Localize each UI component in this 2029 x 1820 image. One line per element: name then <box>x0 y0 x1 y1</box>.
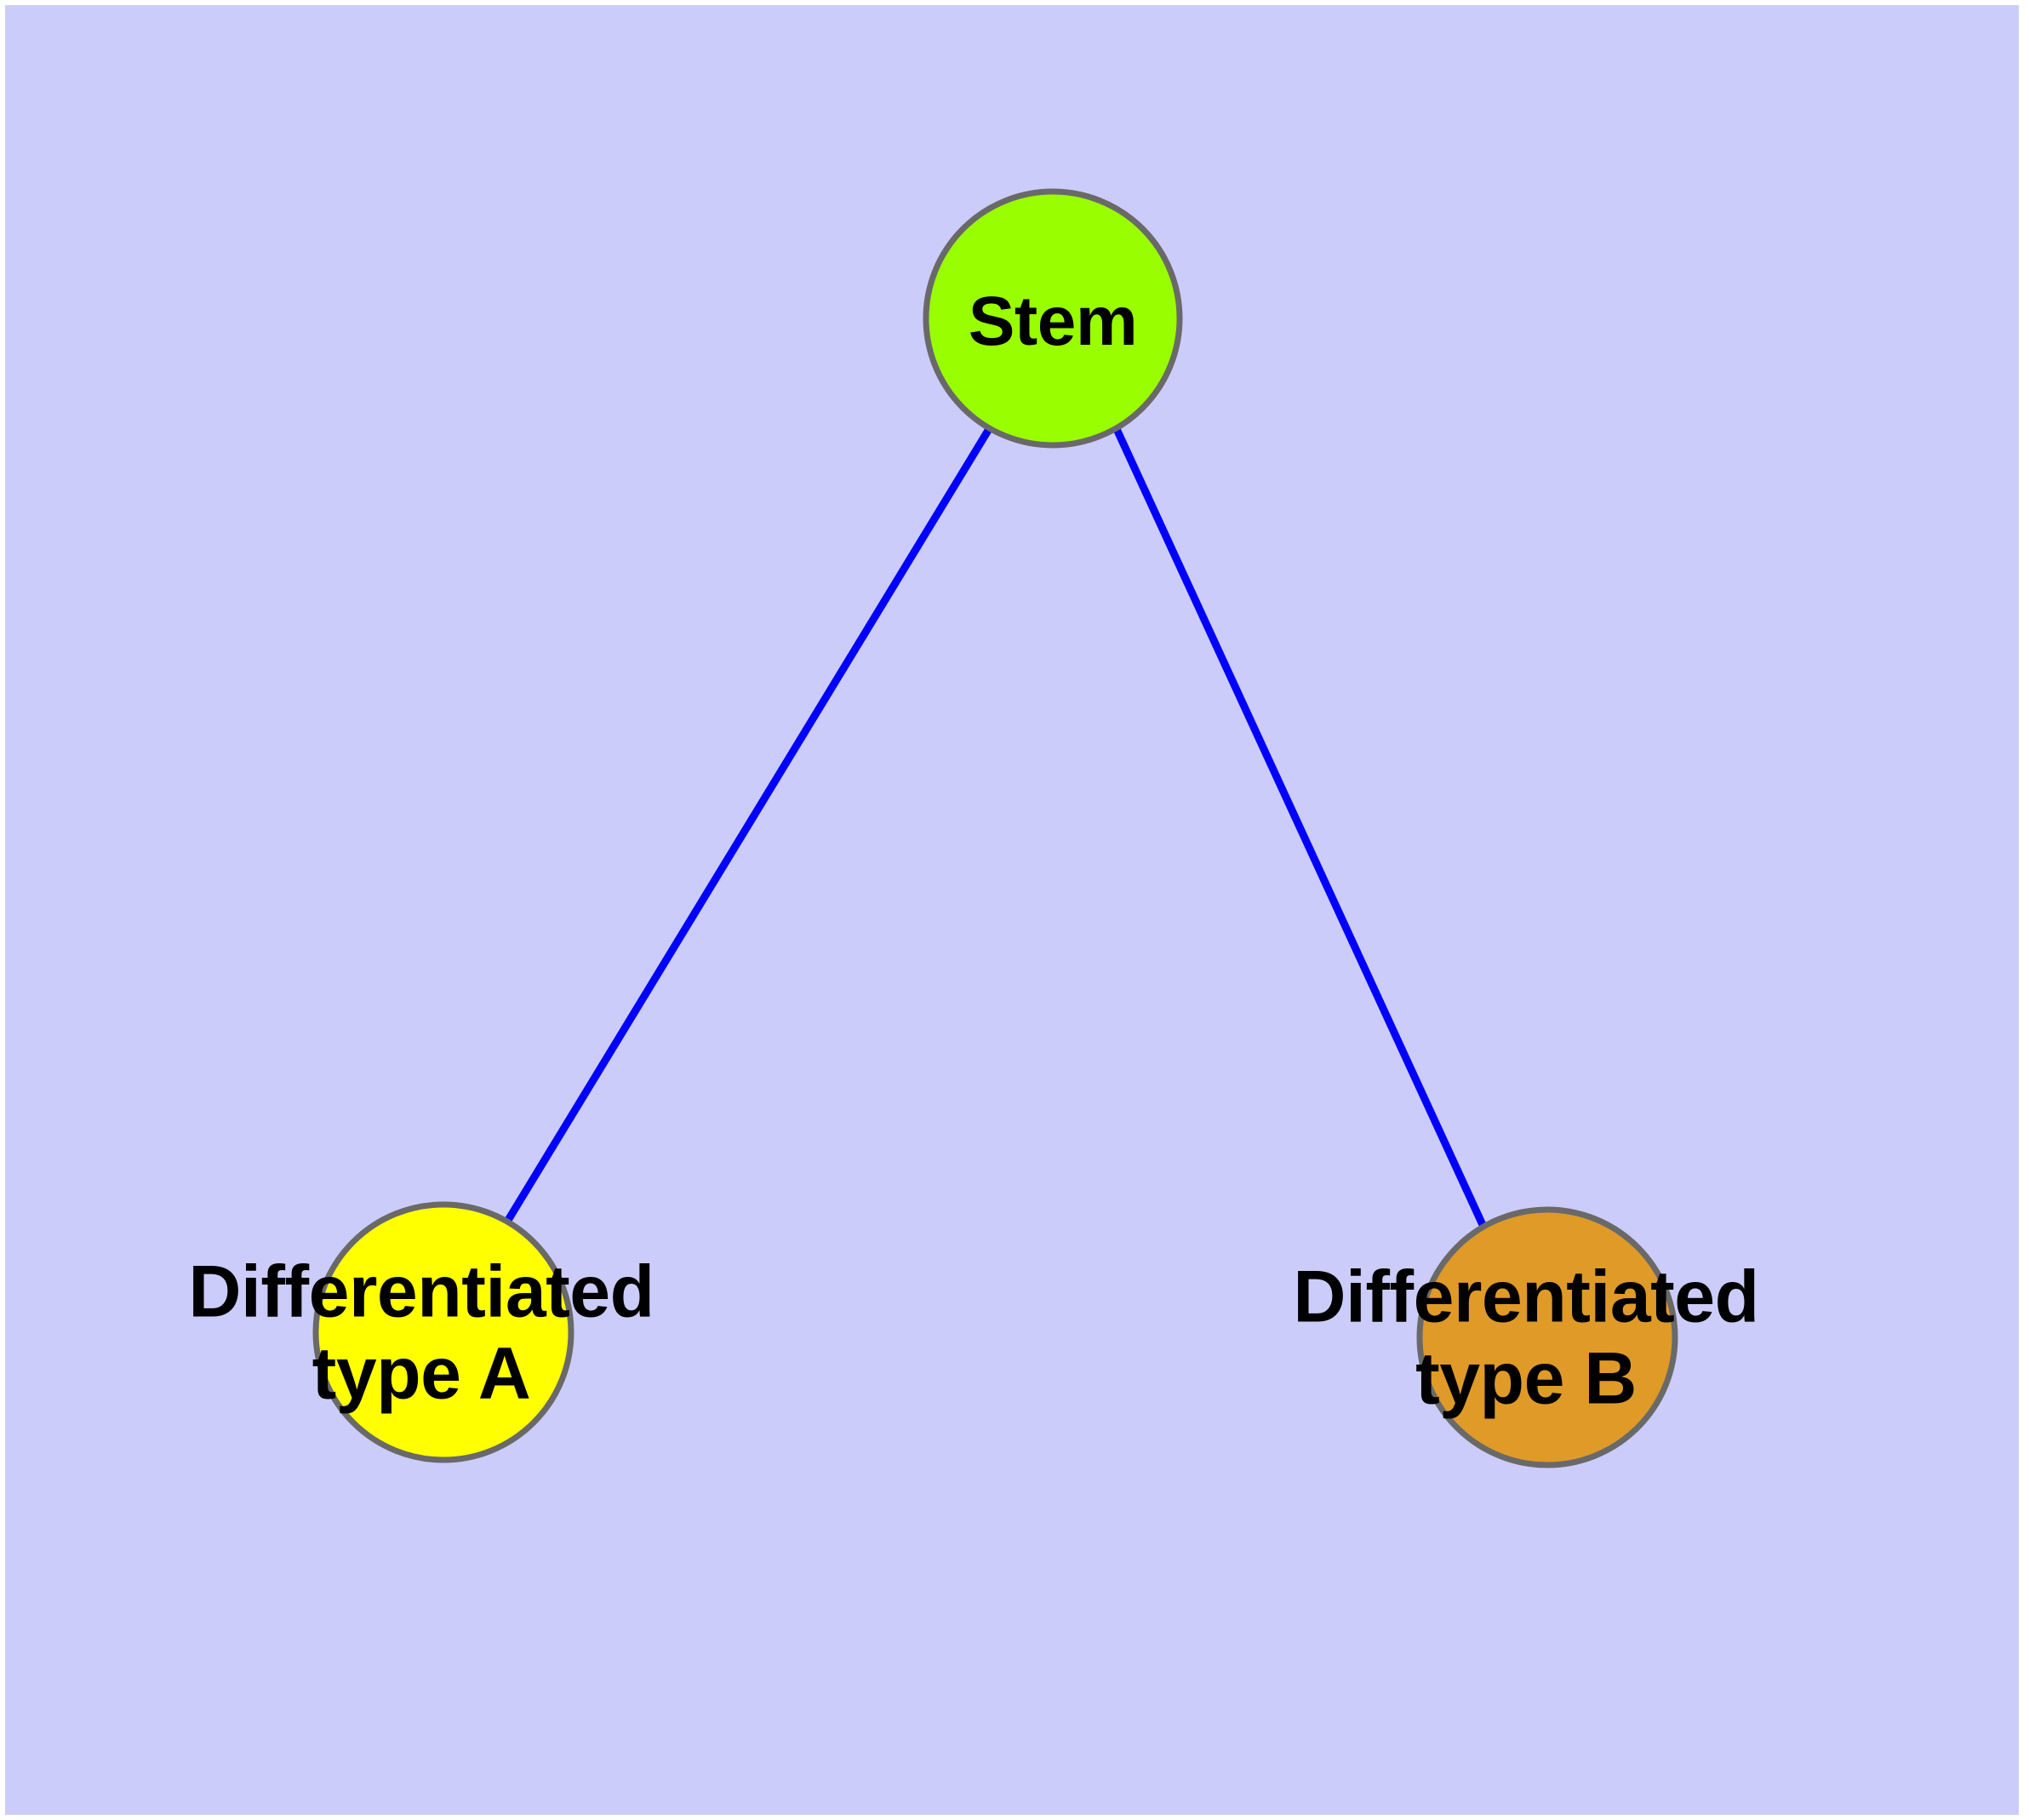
node-stem[interactable] <box>923 188 1183 449</box>
edge-layer <box>504 426 1488 1228</box>
node-layer <box>312 188 1678 1468</box>
node-differentiated-type-a[interactable] <box>312 1201 574 1463</box>
edge-stem-to-differentiated-type-b <box>1112 427 1488 1228</box>
edge-stem-to-differentiated-type-a <box>504 426 992 1224</box>
node-differentiated-type-b[interactable] <box>1416 1206 1678 1468</box>
